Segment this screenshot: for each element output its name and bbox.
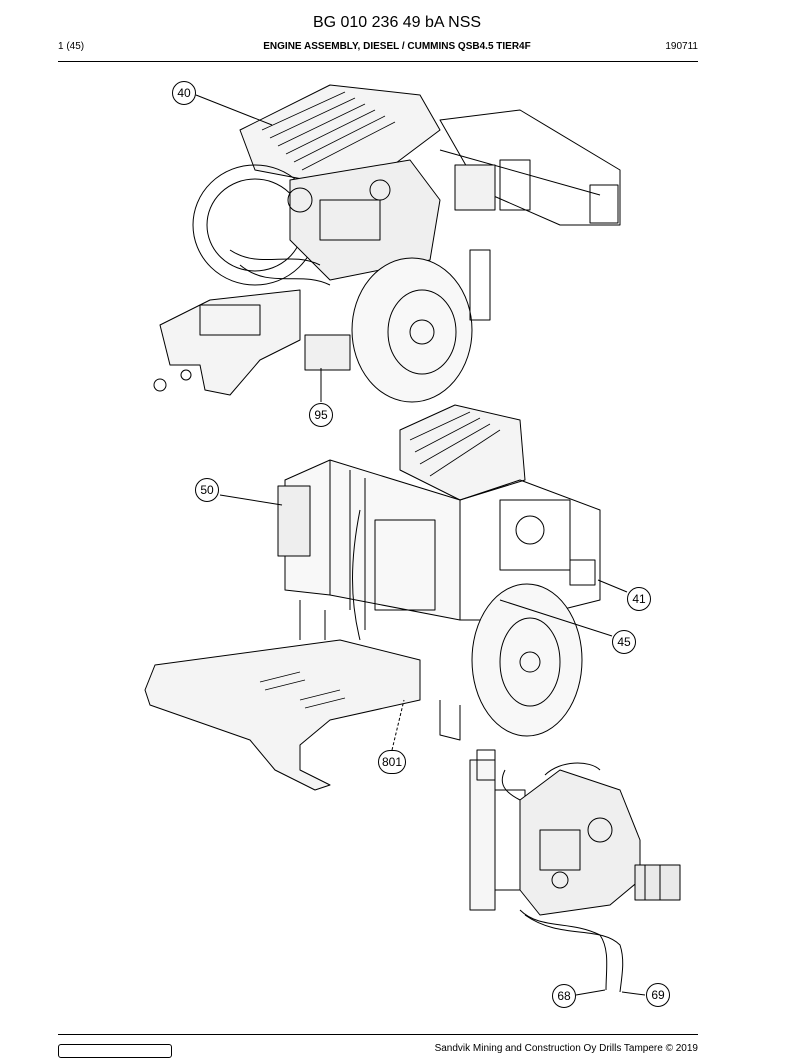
doc-subtitle: ENGINE ASSEMBLY, DIESEL / CUMMINS QSB4.5… [263,41,531,52]
page-number: 1 (45) [58,41,85,52]
callout-41: 41 [627,587,651,611]
callout-69: 69 [646,983,670,1007]
footer-rule [58,1034,698,1035]
callout-95: 95 [309,403,333,427]
doc-title: BG 010 236 49 bA NSS [312,14,482,31]
sandvik-logo-icon [58,1044,172,1058]
callout-68: 68 [552,984,576,1008]
callout-40: 40 [172,81,196,105]
footer-copyright: Sandvik Mining and Construction Oy Drill… [434,1043,698,1054]
drawing-top-assembly [153,84,621,403]
doc-date: 190711 [665,41,698,52]
callout-801: 801 [378,750,406,774]
header-rule [58,61,698,62]
drawing-middle-assembly [144,404,601,791]
callout-50: 50 [195,478,219,502]
callout-45: 45 [612,630,636,654]
drawing-engine-detail [469,749,681,993]
